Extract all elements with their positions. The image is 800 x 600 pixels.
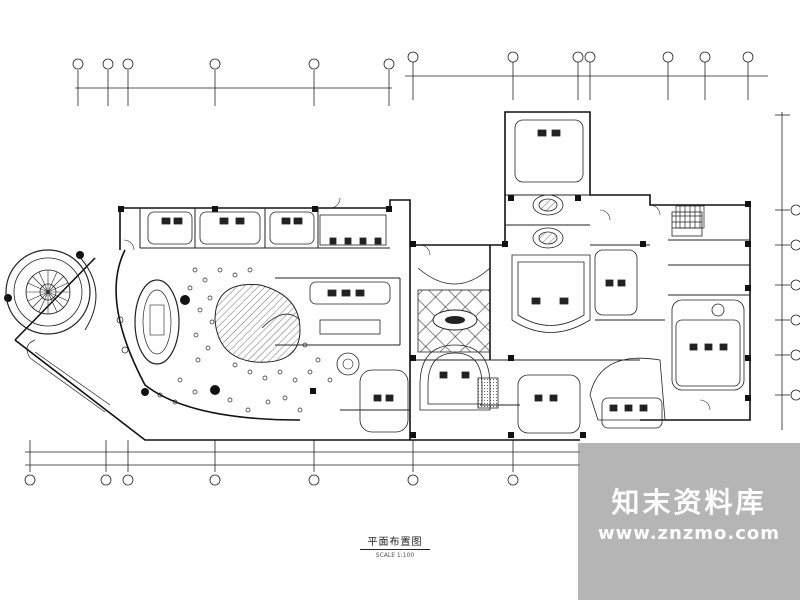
dance-floor — [214, 283, 301, 363]
right-dimension — [775, 112, 800, 430]
lounge-seating — [116, 267, 333, 413]
round-table — [336, 352, 360, 376]
round-tower — [5, 249, 97, 335]
drawing-title: 平面布置图 — [367, 537, 423, 548]
north-wing-rooms — [511, 119, 638, 333]
structural-columns — [4, 195, 751, 438]
title-underline — [360, 549, 430, 550]
drawing-scale: SCALE 1:100 — [375, 552, 415, 559]
south-rooms — [359, 344, 666, 434]
east-wing-rooms — [671, 211, 745, 391]
private-rooms-top — [147, 211, 387, 246]
door-swings — [123, 197, 711, 411]
lobby-grid-floor — [417, 267, 491, 353]
top-dimension-left — [72, 58, 395, 106]
outer-walls — [14, 111, 751, 441]
top-dimension-right — [405, 51, 768, 100]
watermark-brand: 知末资料库 — [611, 486, 767, 519]
drawing-caption: 平面布置图 SCALE 1:100 — [330, 533, 460, 559]
oval-bar — [134, 279, 180, 365]
sw-corridor — [26, 339, 111, 413]
vip-room-center — [309, 281, 391, 335]
watermark-url: www.znzmo.com — [597, 523, 781, 544]
staircase — [675, 205, 705, 229]
bottom-dimension — [24, 440, 580, 486]
watermark-overlay: 知末资料库 www.znzmo.com — [578, 443, 800, 600]
